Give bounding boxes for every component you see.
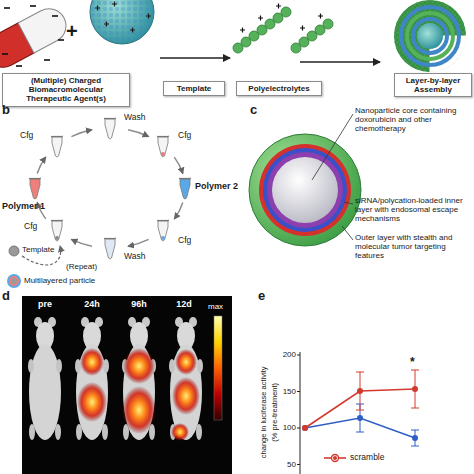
box-label: Template <box>177 84 212 93</box>
label-box: Layer-by-layer Assembly <box>394 73 472 97</box>
label-box: Polyelectrolytes <box>236 81 322 96</box>
mouse <box>122 317 156 440</box>
particle-label: Multilayered particle <box>24 276 95 285</box>
tube <box>51 216 64 241</box>
repeat-label: (Repeat) <box>66 262 97 271</box>
legend-text: scramble <box>350 453 384 463</box>
step-label: Cfg <box>178 131 191 141</box>
tube <box>104 234 117 259</box>
polymer-label: Polymer 2 <box>195 181 238 191</box>
imaging-background <box>22 296 232 474</box>
mouse <box>169 317 203 440</box>
polymer-tube <box>179 174 192 199</box>
panel-letter: c <box>250 103 257 118</box>
cycle-arrows <box>37 130 183 246</box>
template-particle <box>90 0 154 44</box>
polymer-label: Polymer 1 <box>2 201 45 211</box>
box-label: Layer-by-layer Assembly <box>398 76 468 94</box>
callout-text: Nanoparticle core containing doxorubicin… <box>355 106 473 134</box>
multilayer-ball <box>7 274 21 288</box>
capsule-white-half <box>18 3 72 53</box>
color-bar <box>214 316 222 420</box>
box-label: (Multiple) Charged Biomacromolecular The… <box>6 76 126 104</box>
significance-mark: * <box>410 356 415 370</box>
callout-text: siRNA/polycation-loaded inner layer with… <box>355 196 473 224</box>
axis-title: (% pre-treatment) <box>271 362 280 462</box>
tube <box>157 216 170 241</box>
time-label: 24h <box>72 299 112 309</box>
process-arrows <box>160 58 380 62</box>
leader-lines <box>312 114 353 240</box>
tube <box>104 114 117 139</box>
callout-text: Outer layer with stealth and molecular t… <box>355 233 473 261</box>
label-box: (Multiple) Charged Biomacromolecular The… <box>2 73 130 107</box>
polymer-tube <box>29 174 42 199</box>
mouse <box>75 317 109 440</box>
label-box: Template <box>163 81 225 96</box>
capsule-drug <box>0 3 72 73</box>
centrifuge-tubes <box>29 114 192 259</box>
colorbar-label: max <box>208 302 223 311</box>
red-series <box>302 370 419 431</box>
particle-label: Template <box>22 245 54 254</box>
tick-label: 100 <box>276 423 296 432</box>
mice <box>28 317 203 440</box>
step-label: Wash <box>124 252 145 262</box>
plus-sign: + <box>66 20 78 43</box>
fluorescence-signal <box>77 348 200 441</box>
nanoparticle-cross-section <box>249 134 361 246</box>
pellets <box>55 152 165 240</box>
panel-letter: e <box>258 289 265 304</box>
polyelectrolyte-chains <box>233 7 333 53</box>
step-label: Wash <box>124 113 145 123</box>
tick-label: 50 <box>276 460 296 469</box>
time-label: 96h <box>119 299 159 309</box>
mouse <box>28 317 62 440</box>
legend-sample <box>324 455 346 462</box>
negative-charges <box>2 6 64 66</box>
tick-label: 150 <box>276 387 296 396</box>
time-label: pre <box>25 299 65 309</box>
axis-title: change in luciferase activity <box>260 342 269 474</box>
y-axis <box>297 352 300 474</box>
time-label: 12d <box>166 299 202 309</box>
template-ball <box>9 246 19 256</box>
tube <box>157 132 170 157</box>
repeat-arrow <box>22 246 61 265</box>
step-label: Cfg <box>20 131 33 141</box>
layered-particle <box>394 0 466 72</box>
step-label: Cfg <box>24 222 37 232</box>
panel-letter: b <box>2 103 10 118</box>
tube <box>51 132 64 157</box>
panel-letter: d <box>2 289 10 304</box>
positive-charges <box>240 4 323 33</box>
step-label: Cfg <box>178 236 191 246</box>
tick-label: 200 <box>276 350 296 359</box>
box-label: Polyelectrolytes <box>248 84 309 93</box>
